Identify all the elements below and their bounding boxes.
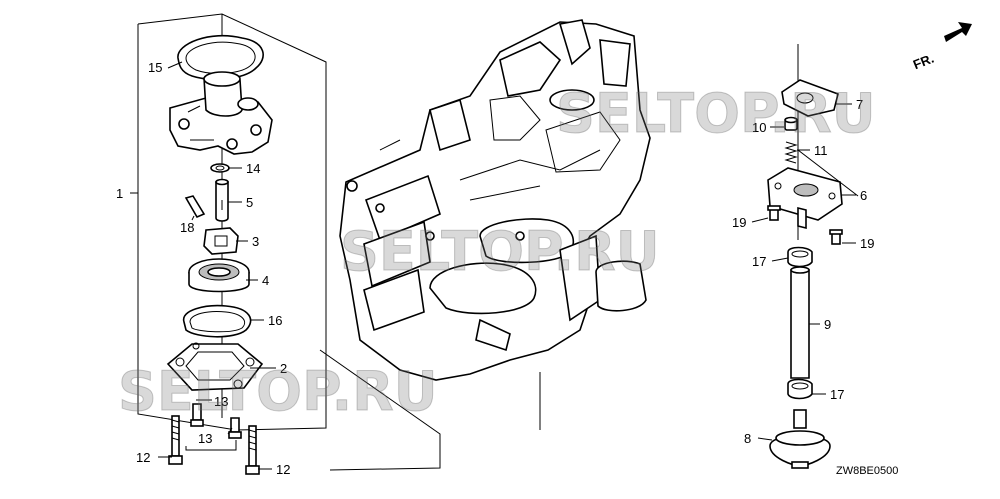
part-9-hose[interactable] bbox=[790, 266, 810, 379]
part-11-spring[interactable] bbox=[784, 141, 798, 164]
leader-lines bbox=[130, 61, 856, 470]
callout-4: 4 bbox=[262, 273, 269, 288]
callout-10: 10 bbox=[752, 120, 766, 135]
part-4-outer-rotor[interactable] bbox=[188, 258, 250, 293]
callout-17-b: 17 bbox=[830, 387, 844, 402]
part-18-pin[interactable] bbox=[184, 195, 206, 219]
part-5-shaft[interactable] bbox=[215, 178, 229, 222]
cylinder-block-box bbox=[319, 349, 541, 471]
callout-13-b: 13 bbox=[198, 431, 212, 446]
part-17-clamp-top[interactable] bbox=[787, 246, 813, 268]
part-16-o-ring[interactable] bbox=[183, 304, 252, 338]
callout-12-a: 12 bbox=[136, 450, 150, 465]
part-19-bolt-b[interactable] bbox=[829, 229, 843, 245]
watermark-top-right: SELTOP.RU bbox=[556, 82, 876, 145]
part-7-gasket[interactable] bbox=[781, 79, 839, 117]
part-12-bolt-b[interactable] bbox=[245, 425, 260, 475]
callout-17-a: 17 bbox=[752, 254, 766, 269]
front-direction-arrow: FR. bbox=[911, 22, 972, 72]
callout-11: 11 bbox=[814, 143, 828, 158]
callout-19-b: 19 bbox=[860, 236, 874, 251]
callout-9: 9 bbox=[824, 317, 831, 332]
cylinder-block bbox=[339, 19, 651, 381]
part-19-bolt-a[interactable] bbox=[767, 205, 781, 221]
callout-6: 6 bbox=[860, 188, 867, 203]
callout-18: 18 bbox=[180, 220, 194, 235]
front-label: FR. bbox=[911, 51, 936, 73]
callout-1: 1 bbox=[116, 186, 123, 201]
diagram-code: ZW8BE0500 bbox=[836, 465, 898, 477]
part-13-bolt-b[interactable] bbox=[228, 417, 242, 439]
callout-15: 15 bbox=[148, 60, 162, 75]
oil-pump-body[interactable] bbox=[169, 71, 273, 155]
callout-19-a: 19 bbox=[732, 215, 746, 230]
callout-5: 5 bbox=[246, 195, 253, 210]
watermark-center: SELTOP.RU bbox=[340, 220, 660, 283]
part-13-bolt-a[interactable] bbox=[190, 403, 204, 427]
callouts: 15 1 14 5 18 3 4 16 2 13 13 12 12 7 10 1… bbox=[116, 60, 874, 477]
part-6-breather-cover[interactable] bbox=[767, 167, 843, 230]
part-2-cover[interactable] bbox=[166, 342, 264, 391]
callout-16: 16 bbox=[268, 313, 282, 328]
callout-14: 14 bbox=[246, 161, 260, 176]
part-3-inner-rotor[interactable] bbox=[203, 227, 239, 255]
part-15-gasket[interactable] bbox=[177, 34, 264, 81]
part-14-seal-ring[interactable] bbox=[210, 163, 230, 173]
watermark-bottom-left: SELTOP.RU bbox=[118, 360, 438, 423]
watermarks: SELTOP.RU SELTOP.RU SELTOP.RU bbox=[118, 82, 877, 424]
part-8-valve[interactable] bbox=[769, 409, 831, 469]
callout-13-a: 13 bbox=[214, 394, 228, 409]
part-12-bolt-a[interactable] bbox=[168, 415, 183, 465]
callout-8: 8 bbox=[744, 431, 751, 446]
callout-3: 3 bbox=[252, 234, 259, 249]
part-17-clamp-bottom[interactable] bbox=[787, 378, 813, 400]
callout-12-b: 12 bbox=[276, 462, 290, 477]
callout-2: 2 bbox=[280, 361, 287, 376]
callout-7: 7 bbox=[856, 97, 863, 112]
part-10-cap[interactable] bbox=[784, 116, 798, 131]
